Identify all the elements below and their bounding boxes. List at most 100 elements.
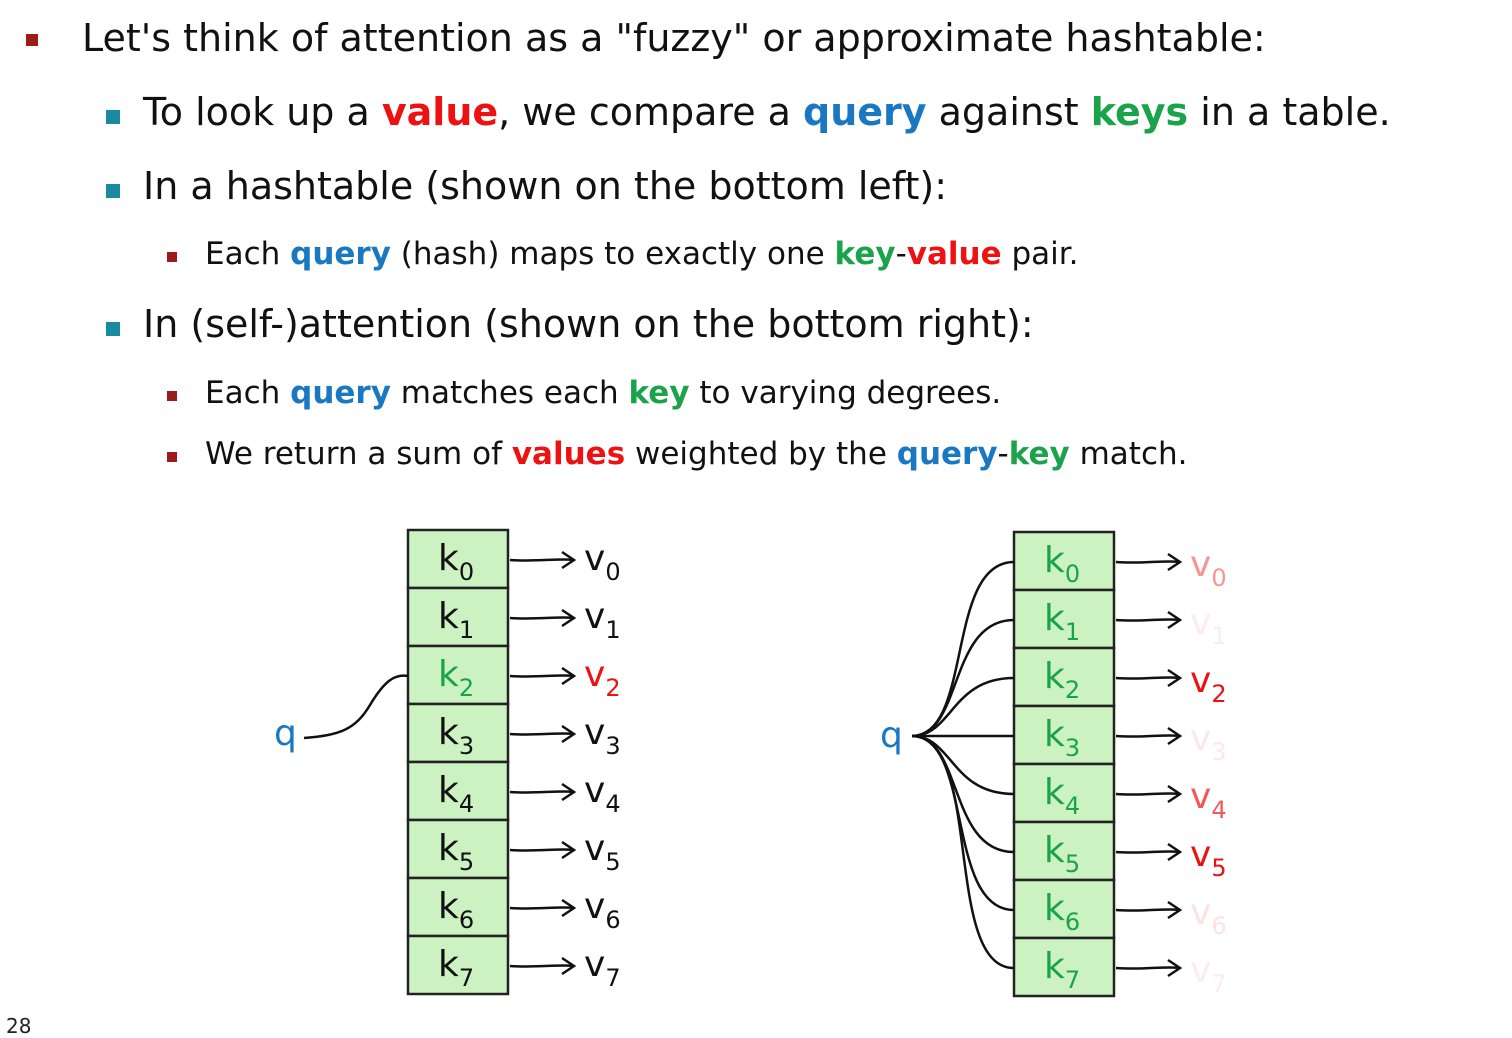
query-key-curve: [911, 676, 1015, 738]
key-cell: [406, 934, 510, 996]
value-label: v3: [584, 712, 621, 760]
page-number: 28: [6, 1014, 32, 1038]
key-cell: [406, 818, 510, 880]
query-curve: [303, 674, 409, 740]
arrow-head: [561, 550, 577, 570]
arrow-head: [1167, 610, 1183, 630]
value-label-weighted: v7: [1190, 950, 1227, 998]
key-cell: [406, 876, 510, 938]
bullet-text-2: To look up a value, we compare a query a…: [143, 90, 1391, 134]
green-term: key: [1008, 436, 1070, 472]
arrow-head: [561, 840, 577, 860]
bullet-text-3: In a hashtable (shown on the bottom left…: [143, 164, 947, 208]
value-arrow: [1115, 966, 1181, 970]
text-segment: Each: [205, 236, 291, 272]
arrow-head: [1167, 958, 1183, 978]
key-label: k5: [1044, 830, 1080, 878]
key-label: k6: [1044, 888, 1080, 936]
key-label: k3: [1044, 714, 1080, 762]
green-term: key: [834, 236, 896, 272]
arrow-head: [1167, 842, 1183, 862]
key-label: k1: [438, 596, 474, 644]
text-segment: matches each: [390, 375, 629, 411]
blue-term: query: [290, 375, 391, 411]
red-term: values: [511, 436, 626, 472]
key-label: k2: [438, 654, 474, 702]
bullet-marker: [106, 110, 120, 124]
green-term: keys: [1090, 90, 1189, 134]
text-segment: Each: [205, 375, 291, 411]
arrow-head: [1167, 668, 1183, 688]
bullet-text-5: In (self-)attention (shown on the bottom…: [143, 302, 1034, 346]
key-label: k3: [438, 712, 474, 760]
bullet-text-6: Each query matches each key to varying d…: [205, 375, 1001, 411]
key-cell: [1012, 588, 1116, 650]
arrow-head: [561, 724, 577, 744]
red-term: value: [906, 236, 1002, 272]
value-arrow: [1115, 734, 1181, 738]
value-label: v1: [584, 596, 621, 644]
key-label: k2: [1044, 656, 1080, 704]
arrow-head: [561, 898, 577, 918]
arrow-head: [561, 666, 577, 686]
text-segment: (hash) maps to exactly one: [390, 236, 835, 272]
key-label: k0: [1044, 540, 1080, 588]
query-key-curve: [911, 560, 1015, 738]
value-arrow: [1115, 618, 1181, 622]
value-label: v5: [584, 828, 621, 876]
query-label: q: [274, 713, 297, 754]
arrow-head: [561, 608, 577, 628]
blue-term: query: [803, 90, 927, 134]
value-arrow: [1115, 908, 1181, 912]
text-segment: Let's think of attention as a "fuzzy" or…: [82, 16, 1266, 60]
bullet-text-7: We return a sum of values weighted by th…: [205, 436, 1188, 472]
text-segment: in a table.: [1188, 90, 1391, 134]
value-label-weighted: v0: [1190, 544, 1227, 592]
query-key-curve: [911, 734, 1015, 970]
text-segment: to varying degrees.: [689, 375, 1002, 411]
text-segment: In a hashtable (shown on the bottom left…: [143, 164, 948, 208]
value-label: v0: [584, 538, 621, 586]
blue-term: query: [290, 236, 391, 272]
arrow-head: [1167, 900, 1183, 920]
key-label: k6: [438, 886, 474, 934]
value-arrow: [1115, 850, 1181, 854]
value-label-weighted: v3: [1190, 718, 1227, 766]
text-segment: match.: [1069, 436, 1188, 472]
text-segment: -: [997, 436, 1009, 472]
value-arrow: [509, 674, 575, 678]
key-cell: [406, 760, 510, 822]
key-label: k1: [1044, 598, 1080, 646]
text-segment: In (self-)attention (shown on the bottom…: [143, 302, 1034, 346]
text-segment: weighted by the: [625, 436, 897, 472]
key-label: k4: [438, 770, 474, 818]
query-key-curve: [911, 734, 1015, 796]
bullet-marker: [106, 322, 120, 336]
key-label: k7: [438, 944, 474, 992]
value-arrow: [509, 616, 575, 620]
text-segment: , we compare a: [498, 90, 804, 134]
green-term: key: [628, 375, 690, 411]
bullet-text-1: Let's think of attention as a "fuzzy" or…: [82, 16, 1266, 60]
value-arrow: [1115, 560, 1181, 564]
value-arrow: [509, 964, 575, 968]
key-cell: [1012, 820, 1116, 882]
bullet-marker: [167, 391, 177, 401]
bullet-marker: [167, 252, 177, 262]
key-label: k4: [1044, 772, 1080, 820]
text-segment: against: [926, 90, 1091, 134]
value-arrow: [509, 558, 575, 562]
key-label: k0: [438, 538, 474, 586]
key-cell: [1012, 530, 1116, 592]
value-label-weighted: v4: [1190, 776, 1227, 824]
text-segment: To look up a: [143, 90, 382, 134]
bullet-marker: [167, 452, 177, 462]
bullet-marker: [106, 184, 120, 198]
query-key-curve: [911, 734, 1015, 912]
key-label: k5: [438, 828, 474, 876]
text-segment: -: [895, 236, 907, 272]
value-label: v2: [584, 654, 621, 702]
red-term: value: [381, 90, 499, 134]
text-segment: We return a sum of: [205, 436, 512, 472]
